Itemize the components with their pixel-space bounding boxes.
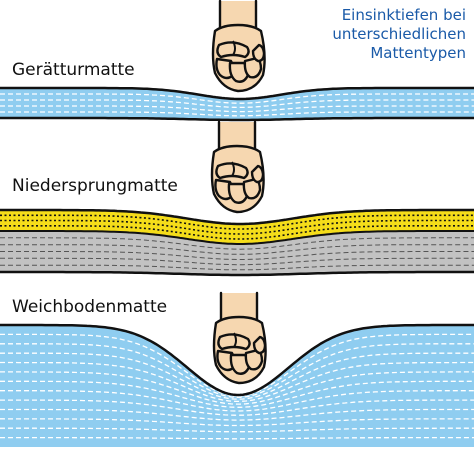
fist-finger-4 — [250, 164, 265, 184]
mat-stripe-line — [0, 427, 474, 433]
mat-dash-line — [0, 264, 474, 271]
mat-stripe-line — [0, 343, 474, 398]
mat-weichbodenmatte-body — [0, 325, 474, 447]
fist-finger-4 — [251, 43, 266, 63]
mat-dot-line — [0, 219, 474, 235]
title-line-1: Einsinktiefen bei — [341, 6, 466, 24]
mat-stripe-line — [0, 418, 474, 427]
fists-layer — [210, 0, 267, 385]
fist-thumb — [215, 162, 249, 180]
mat-geraetturnmatte-body — [0, 88, 474, 120]
fist-thumb — [217, 333, 251, 351]
mat-niedersprungmatte-gray-layer — [0, 231, 474, 275]
title-line-3: Mattentypen — [370, 44, 466, 62]
mat-dash-line — [0, 237, 474, 250]
mat-label-weichbodenmatte: Weichbodenmatte — [12, 297, 168, 317]
mat-niedersprungmatte-yellow-layer — [0, 210, 474, 244]
mat-stripe-line — [0, 111, 474, 117]
mat-stripe-line — [0, 371, 474, 405]
mat-dash-line — [0, 244, 474, 255]
mat-label-geraetturnmatte: Gerätturmatte — [12, 60, 135, 80]
fist-crease — [233, 332, 237, 348]
mat-dash-line — [0, 251, 474, 260]
mat-dot-line — [0, 225, 474, 240]
mat-stripe-line — [0, 436, 474, 440]
mat-dash-line — [0, 257, 474, 266]
mat-niedersprungmatte-bottom-edge — [0, 270, 474, 277]
fist-crease — [232, 40, 236, 56]
mat-stripe-line — [0, 105, 474, 113]
mat-niedersprungmatte-top-edge — [0, 208, 474, 226]
mat-stripe-line — [0, 361, 474, 403]
mat-stripe-line — [0, 408, 474, 421]
mat-weichbodenmatte-top-edge — [0, 323, 474, 397]
fist-crease — [231, 161, 235, 177]
diagram-title: Einsinktiefen bei unterschiedlichen Matt… — [206, 6, 466, 63]
mat-stripe-line — [0, 93, 474, 104]
mats-layer — [0, 86, 474, 447]
title-line-2: unterschiedlichen — [332, 25, 466, 43]
mat-stripe-line — [0, 352, 474, 400]
mat-geraetturnmatte-top-edge — [0, 86, 474, 101]
mat-geraetturnmatte-bottom-edge — [0, 116, 474, 122]
fist-icon — [210, 120, 265, 214]
fist-thumb — [216, 41, 250, 59]
mat-dot-line — [0, 214, 474, 230]
mat-stripe-line — [0, 380, 474, 408]
fist-icon — [212, 291, 267, 385]
fist-icon — [211, 0, 266, 93]
mat-stripe-line — [0, 99, 474, 109]
mat-niedersprungmatte-layer-edge — [0, 230, 474, 245]
fist-finger-4 — [252, 335, 267, 355]
mat-label-niedersprungmatte: Niedersprungmatte — [12, 176, 178, 196]
mat-stripe-line — [0, 399, 474, 416]
